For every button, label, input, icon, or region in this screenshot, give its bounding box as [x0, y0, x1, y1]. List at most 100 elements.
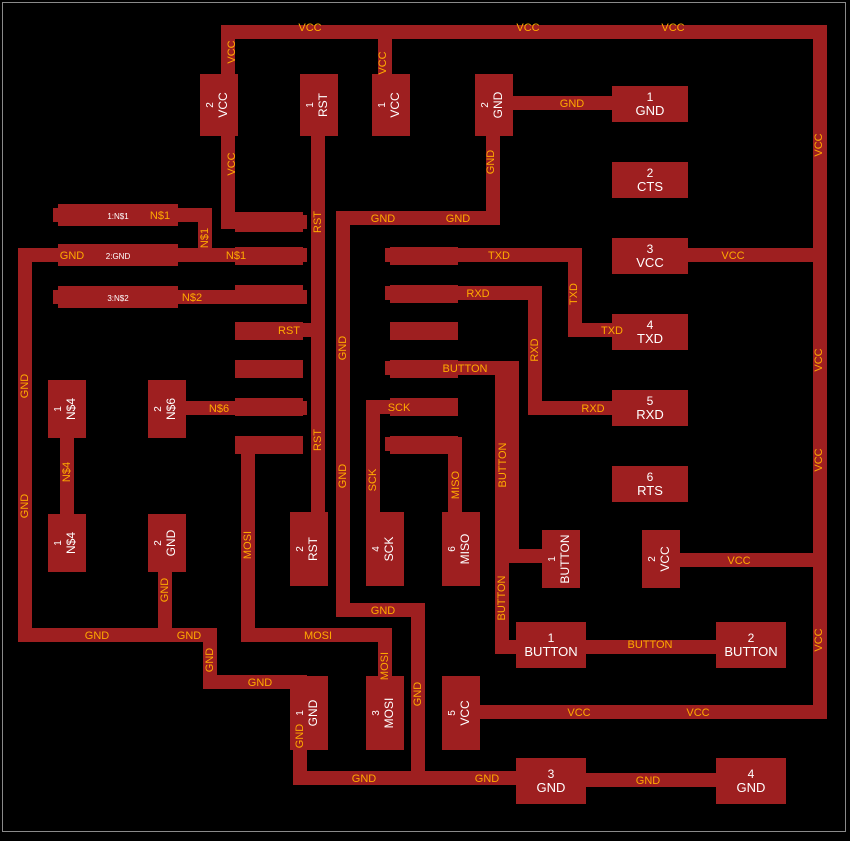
net-label-sck-v-1: SCK: [367, 468, 379, 491]
net-label-vcc-v-3: VCC: [226, 152, 238, 175]
net-label-ns6-h-1: N$6: [209, 403, 229, 415]
net-label-gnd-h-4: GND: [60, 250, 85, 262]
pad-sw-button-1: [516, 622, 586, 668]
net-label-gnd-v-4: GND: [337, 464, 349, 489]
net-label-gnd-h-10: GND: [475, 773, 500, 785]
net-label-gnd-h-8: GND: [371, 605, 396, 617]
pad-number-sw-gnd-4: 4: [748, 767, 755, 781]
pad-name-sw-gnd-3: GND: [537, 780, 566, 795]
pad-rst-1: [300, 74, 338, 136]
pad-number-res-ns6-2: 2: [153, 406, 164, 412]
pad-vcc-2b: [642, 530, 680, 588]
net-label-vcc-v-1: VCC: [226, 40, 238, 63]
net-label-rxd-h-1: RXD: [466, 288, 489, 300]
pad-vcc-2: [200, 74, 238, 136]
pad-number-res-ns4-1: 1: [53, 406, 64, 412]
net-label-sck-h-1: SCK: [388, 402, 411, 414]
net-label-gnd-v-6: GND: [159, 578, 171, 603]
net-label-rst-v-1: RST: [312, 211, 324, 233]
chip-pin-4: [235, 322, 303, 340]
pad-number-ftdi-gnd-1: 1: [647, 90, 654, 104]
net-label-rxd-v-1: RXD: [529, 338, 541, 361]
chip-pin-9: [390, 285, 458, 303]
pad-isp-miso-6: [442, 512, 480, 586]
pad-number-sw-gnd-3: 3: [548, 767, 555, 781]
pad-number-ftdi-cts-2: 2: [647, 166, 654, 180]
pad-name-ftdi-gnd-1: GND: [636, 103, 665, 118]
pad-ftdi-gnd-1: [612, 86, 688, 122]
pad-number-isp-vcc-5: 5: [447, 710, 458, 716]
pad-name-isp-mosi-3: MOSI: [382, 698, 396, 729]
resonator-pad-label-1: 1:N$1: [107, 212, 129, 221]
pad-isp-sck-4: [366, 512, 404, 586]
pad-name-isp-sck-4: SCK: [382, 537, 396, 562]
pad-name-res-ns4-1: N$4: [64, 398, 78, 420]
resonator-pad-1: [58, 204, 178, 226]
pad-name-isp-gnd-1: GND: [306, 699, 320, 726]
net-label-gnd-v-1: GND: [485, 150, 497, 175]
net-label-vcc-top-1: VCC: [298, 22, 321, 34]
trace-22: [366, 400, 399, 547]
net-label-button-h-1: BUTTON: [442, 363, 487, 375]
chip-pin-8: [390, 247, 458, 265]
pad-number-isp-rst-2: 2: [295, 546, 306, 552]
net-label-gnd-v-7: GND: [204, 648, 216, 673]
pad-number-btn-1: 1: [547, 556, 558, 562]
net-label-button-v-1: BUTTON: [497, 442, 509, 487]
pad-number-ftdi-rxd-5: 5: [647, 394, 654, 408]
pad-btn-1: [542, 530, 580, 588]
net-label-mosi-h-1: MOSI: [304, 630, 332, 642]
chip-pin-6: [235, 398, 303, 416]
net-label-gnd-v-3: GND: [19, 374, 31, 399]
pad-number-vcc-1: 1: [377, 102, 388, 108]
net-label-vcc-h-2: VCC: [727, 555, 750, 567]
pad-sw-button-2: [716, 622, 786, 668]
net-label-gnd-h-11: GND: [636, 775, 661, 787]
net-label-ns1-v-1: N$1: [199, 228, 211, 248]
board-outline: [2, 2, 846, 832]
pad-name-sw-button-1: BUTTON: [524, 644, 577, 659]
pad-ftdi-rxd-5: [612, 390, 688, 426]
net-label-txd-v-1: TXD: [568, 283, 580, 305]
pad-name-cap-gnd-2: GND: [164, 529, 178, 556]
net-label-vcc-right-1: VCC: [813, 133, 825, 156]
pad-number-vcc-2: 2: [205, 102, 216, 108]
pad-name-isp-vcc-5: VCC: [458, 700, 472, 726]
net-label-ns1-h-2: N$1: [226, 250, 246, 262]
net-label-rxd-h-2: RXD: [581, 403, 604, 415]
pad-ftdi-txd-4: [612, 314, 688, 350]
pad-number-sw-button-2: 2: [748, 631, 755, 645]
pad-res-ns6-2: [148, 380, 186, 438]
net-label-vcc-h-3: VCC: [567, 707, 590, 719]
net-label-gnd-h-9: GND: [352, 773, 377, 785]
pad-vcc-1: [372, 74, 410, 136]
chip-pin-12: [390, 398, 458, 416]
pad-number-isp-mosi-3: 3: [371, 710, 382, 716]
chip-pin-10: [390, 322, 458, 340]
pad-isp-rst-2: [290, 512, 328, 586]
chip-pin-5: [235, 360, 303, 378]
net-label-ns2-h-1: N$2: [182, 292, 202, 304]
pad-number-vcc-2b: 2: [647, 556, 658, 562]
pad-name-ftdi-rts-6: RTS: [637, 483, 663, 498]
net-label-button-h-2: BUTTON: [627, 639, 672, 651]
trace-19: [385, 286, 657, 415]
pad-name-btn-1: BUTTON: [558, 534, 572, 583]
net-label-gnd-v-9: GND: [294, 724, 306, 749]
pad-ftdi-cts-2: [612, 162, 688, 198]
pad-number-isp-gnd-1: 1: [295, 710, 306, 716]
pad-cap-gnd-2: [148, 514, 186, 572]
pad-isp-vcc-5: [442, 676, 480, 750]
net-label-gnd-v-8: GND: [412, 682, 424, 707]
pad-name-res-ns4-2: N$4: [64, 532, 78, 554]
pad-name-vcc-2: VCC: [216, 92, 230, 118]
trace-1: [221, 25, 827, 719]
net-label-ns1-h-1: N$1: [150, 210, 170, 222]
pad-name-ftdi-vcc-3: VCC: [636, 255, 663, 270]
pad-sw-gnd-4: [716, 758, 786, 804]
pad-isp-gnd-1: [290, 676, 328, 750]
pad-name-ftdi-rxd-5: RXD: [636, 407, 663, 422]
pad-number-ftdi-rts-6: 6: [647, 470, 654, 484]
chip-pin-11: [390, 360, 458, 378]
